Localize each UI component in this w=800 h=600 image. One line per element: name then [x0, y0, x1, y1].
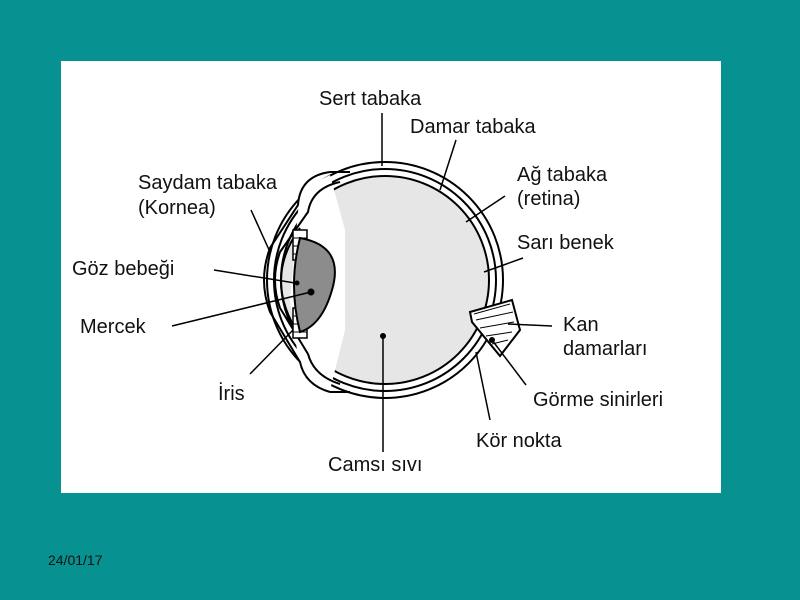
- leader-sari-benek: [483, 257, 524, 273]
- leader-lines: [171, 113, 553, 452]
- leader-damar-tabaka: [439, 139, 457, 191]
- optic-nerve-outline: [468, 298, 522, 358]
- label-ag-tabaka: Ağ tabaka: [517, 164, 608, 186]
- label-kornea: (Kornea): [138, 197, 216, 219]
- optic-nerve-fibers: [473, 303, 515, 345]
- eye-diagram-panel: Sert tabaka Damar tabaka Ağ tabaka (reti…: [61, 61, 721, 493]
- label-gorme-sinirleri: Görme sinirleri: [533, 389, 663, 411]
- sclera-outer: [266, 161, 504, 399]
- slide-date: 24/01/17: [48, 552, 103, 568]
- cornea-outer: [263, 171, 331, 393]
- label-iris: İris: [218, 382, 245, 405]
- label-kor-nokta: Kör nokta: [476, 430, 562, 452]
- leader-saydam-tabaka: [250, 209, 271, 253]
- eye-anatomy-diagram: Sert tabaka Damar tabaka Ağ tabaka (reti…: [72, 88, 663, 476]
- leader-iris: [249, 329, 294, 375]
- leader-kan-damarlari: [507, 323, 553, 327]
- leader-goz-bebegi: [213, 269, 296, 284]
- label-saydam-tabaka: Saydam tabaka: [138, 172, 278, 194]
- label-camsi-sivi: Camsı sıvı: [328, 454, 422, 476]
- optic-nerve: [468, 298, 522, 358]
- label-damarlari: damarları: [563, 338, 647, 360]
- label-retina: (retina): [517, 188, 580, 210]
- label-sari-benek: Sarı benek: [517, 232, 615, 254]
- leader-kor-nokta: [475, 351, 491, 421]
- pupil-dot: [294, 280, 300, 286]
- leader-gorme-sinirleri: [491, 339, 527, 386]
- label-damar-tabaka: Damar tabaka: [410, 116, 536, 138]
- label-goz-bebegi: Göz bebeği: [72, 258, 174, 280]
- label-mercek: Mercek: [80, 316, 147, 338]
- leader-ag-tabaka: [465, 195, 506, 223]
- leader-mercek: [171, 291, 312, 327]
- label-kan: Kan: [563, 314, 599, 336]
- lens-shape: [293, 236, 336, 334]
- label-sert-tabaka: Sert tabaka: [319, 88, 422, 110]
- labels: Sert tabaka Damar tabaka Ağ tabaka (reti…: [72, 88, 663, 476]
